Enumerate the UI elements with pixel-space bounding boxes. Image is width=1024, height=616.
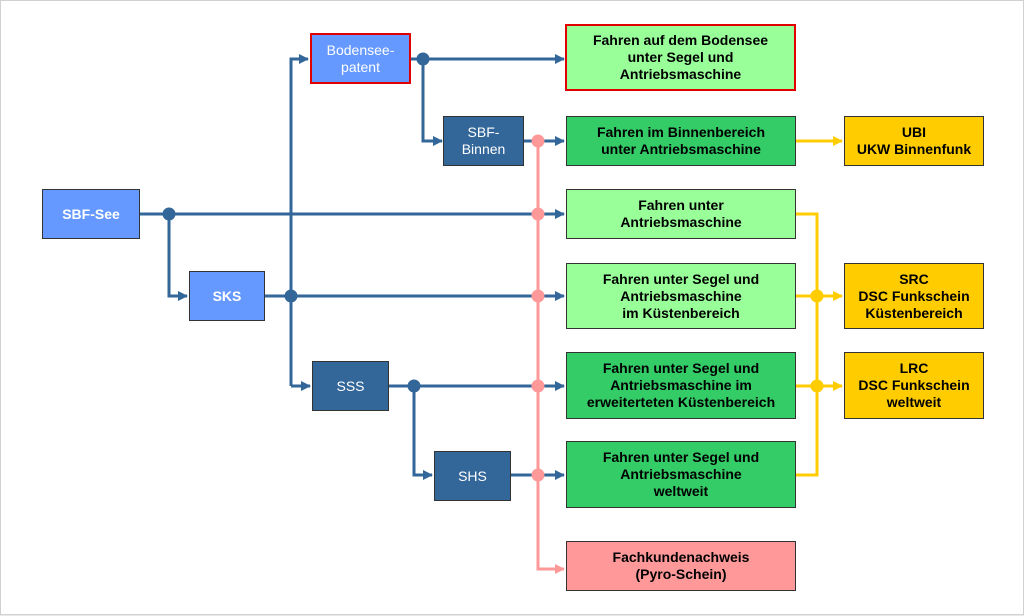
permission-erw-kuesten-box: Fahren unter Segel und Antriebsmaschine … <box>566 352 796 419</box>
sks-box: SKS <box>189 271 265 321</box>
shs-box: SHS <box>434 451 511 501</box>
sss-box: SSS <box>312 361 389 411</box>
permission-bodensee-box: Fahren auf dem Bodensee unter Segel und … <box>565 24 796 91</box>
radio-connectors <box>796 136 843 477</box>
sbf-binnen-box: SBF- Binnen <box>443 116 524 166</box>
permission-weltweit-box: Fahren unter Segel und Antriebsmaschine … <box>566 441 796 508</box>
pyro-box: Fachkundenachweis (Pyro-Schein) <box>566 541 796 591</box>
src-box: SRC DSC Funkschein Küstenbereich <box>844 263 984 329</box>
permission-motor-box: Fahren unter Antriebsmaschine <box>566 189 796 239</box>
permission-binnen-box: Fahren im Binnenbereich unter Antriebsma… <box>566 116 796 166</box>
permission-kuesten-box: Fahren unter Segel und Antriebsmaschine … <box>566 263 796 329</box>
sbf-see-box: SBF-See <box>42 189 140 239</box>
lrc-box: LRC DSC Funkschein weltweit <box>844 352 984 419</box>
ubi-box: UBI UKW Binnenfunk <box>844 116 984 166</box>
junction-dots <box>162 52 824 482</box>
bodensee-patent-box: Bodensee- patent <box>310 33 411 84</box>
pyro-connector <box>536 141 565 574</box>
